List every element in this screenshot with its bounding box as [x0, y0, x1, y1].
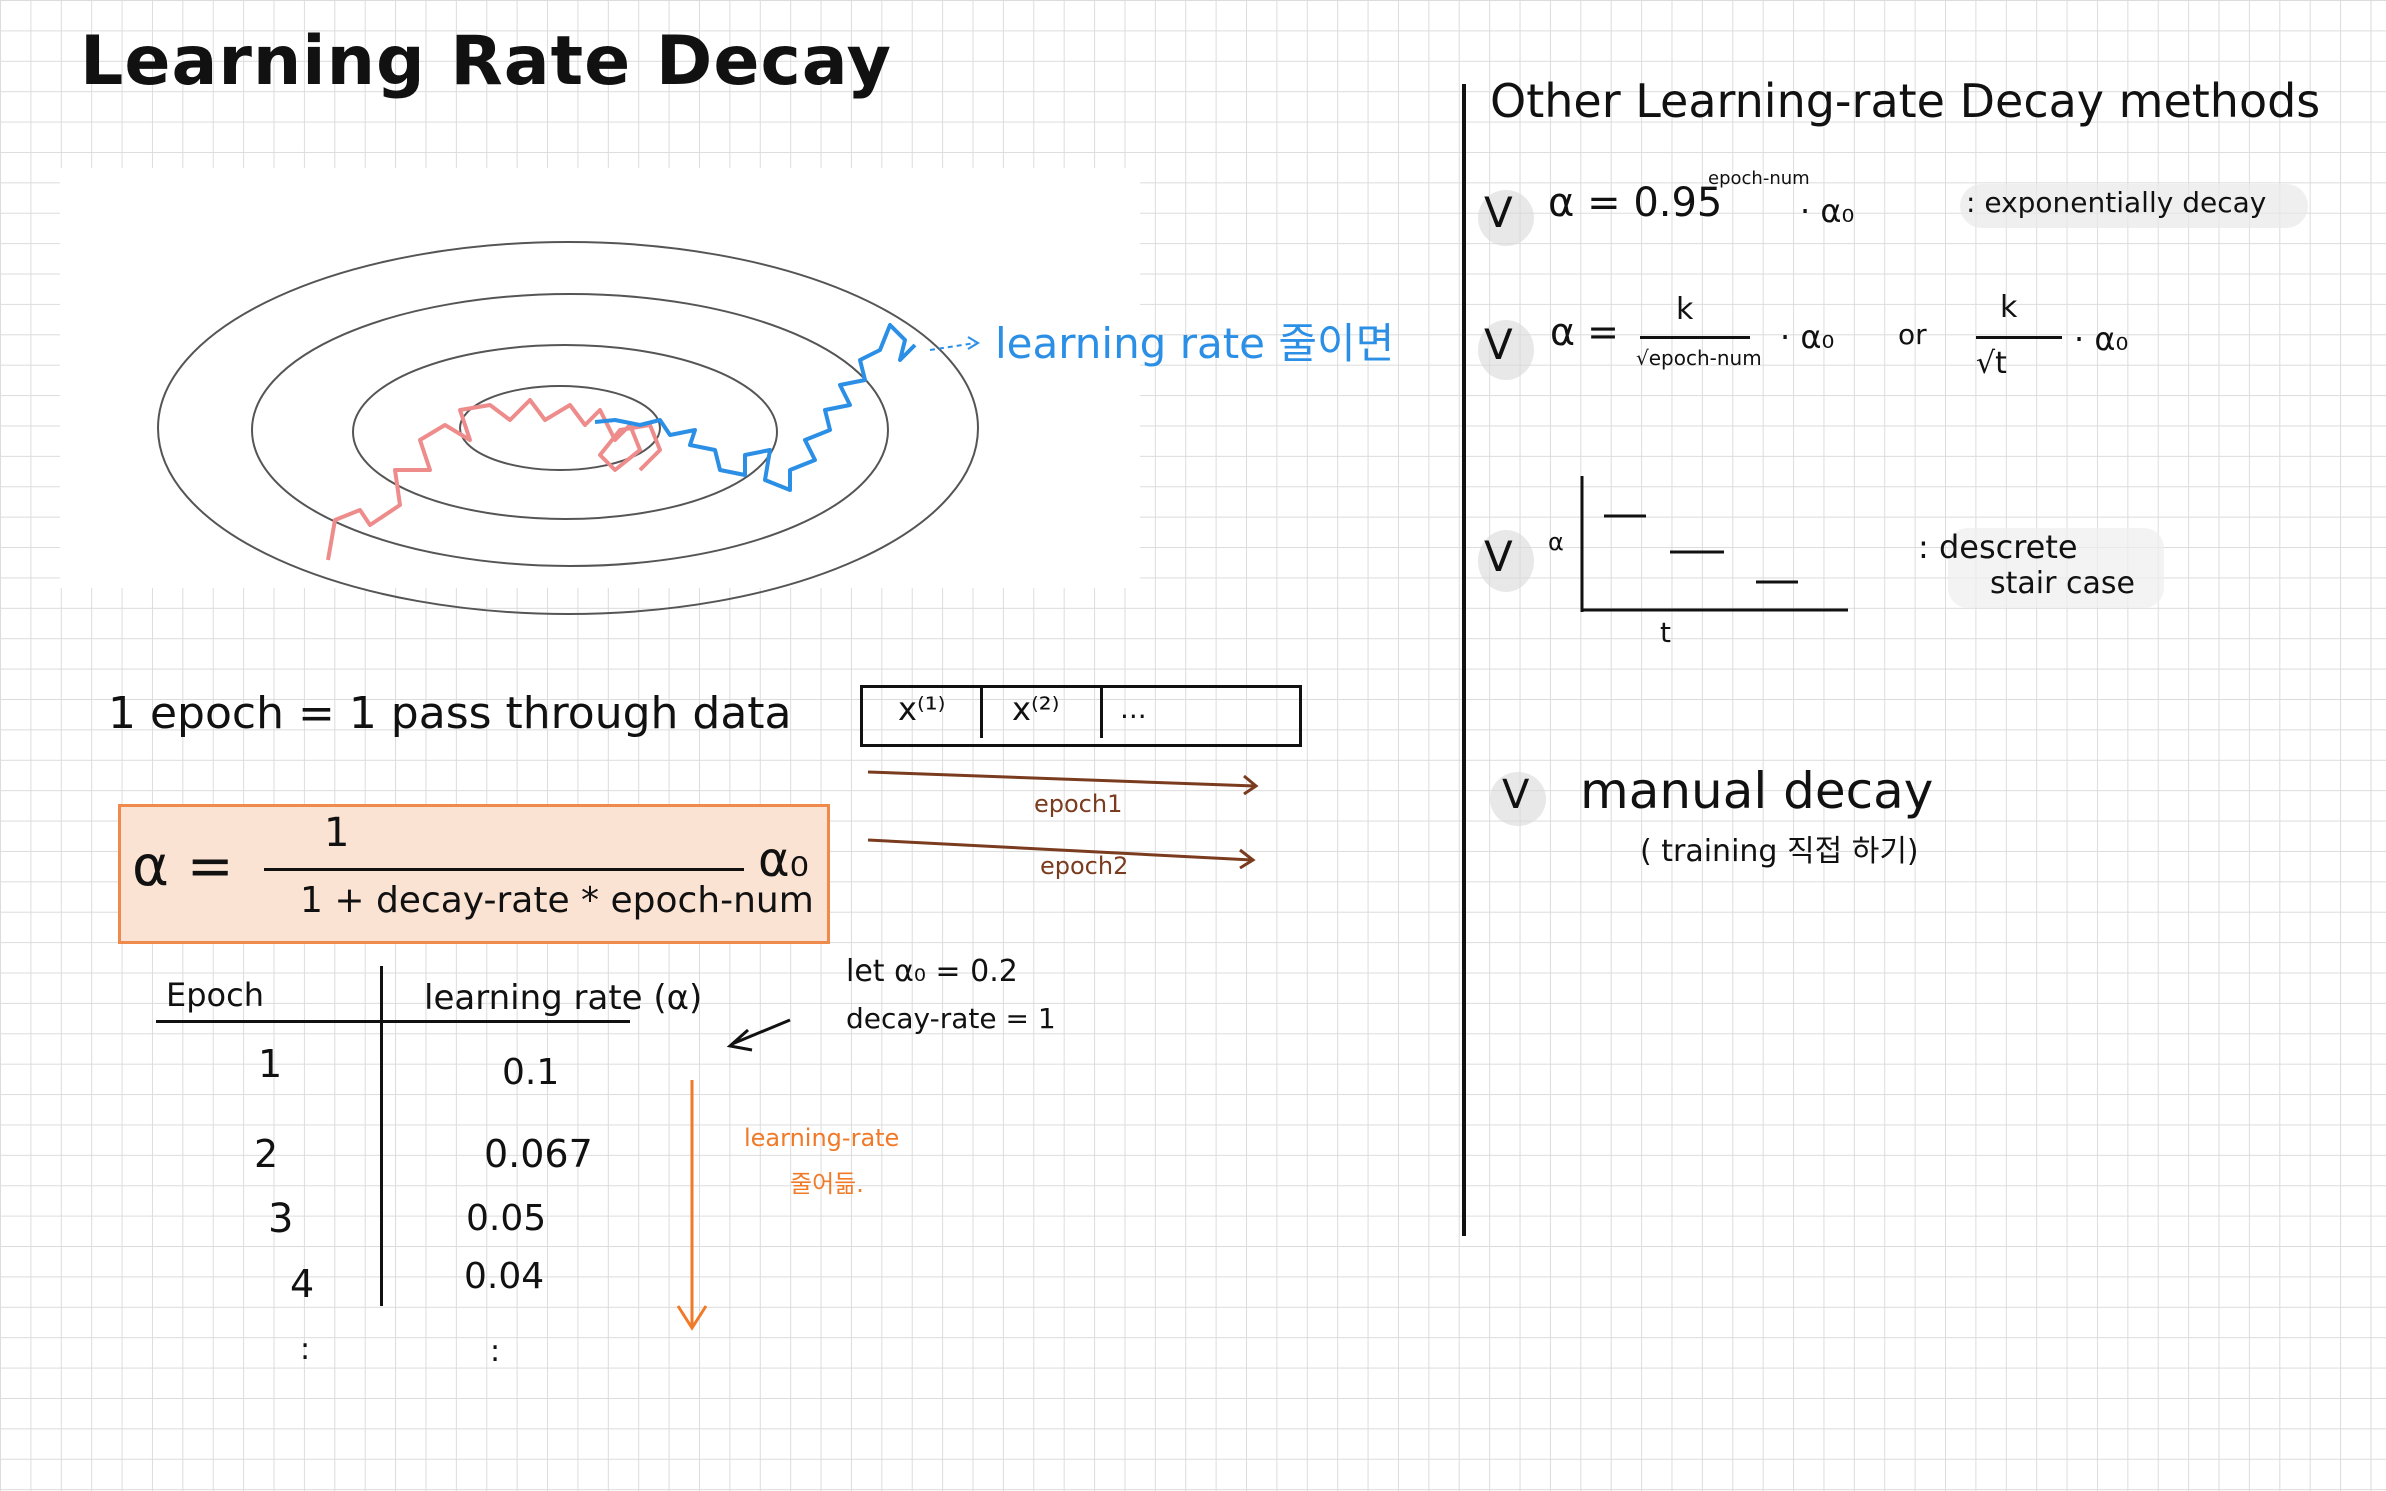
check-2: V	[1484, 320, 1513, 369]
table-row-5-epoch: :	[300, 1332, 311, 1367]
blue-path	[594, 323, 917, 492]
table-row-4-epoch: 4	[290, 1262, 315, 1306]
batch-divider-2	[1100, 688, 1103, 738]
table-header-lr: learning rate (α)	[424, 978, 703, 1018]
table-row-1-epoch: 1	[258, 1042, 283, 1086]
dashed-arrow-head	[967, 336, 980, 350]
method1-desc-highlight	[1960, 184, 2308, 228]
right-heading: Other Learning-rate Decay methods	[1490, 74, 2321, 128]
check-4: V	[1502, 772, 1530, 818]
contour-ellipse-4	[459, 385, 661, 471]
contour-ellipse-3	[352, 344, 778, 520]
method2-tail2: · α₀	[2074, 320, 2129, 358]
blue-path-annotation: learning rate 줄이면	[995, 319, 1395, 368]
table-column-rule	[380, 966, 383, 1306]
epoch-definition: 1 epoch = 1 pass through data	[108, 688, 792, 739]
batch-cell-3: ...	[1120, 692, 1147, 725]
formula-denominator: 1 + decay-rate * epoch-num	[300, 880, 814, 921]
note-alpha0: let α₀ = 0.2	[846, 954, 1018, 989]
page-title: Learning Rate Decay	[80, 22, 892, 101]
check-3: V	[1484, 532, 1513, 581]
method2-or: or	[1898, 318, 1927, 351]
formula-numerator: 1	[324, 810, 350, 856]
batch-divider-1	[980, 688, 983, 738]
method2-den2: √t	[1976, 346, 2007, 381]
check-shadow-3	[1478, 530, 1534, 592]
note-arrow-head	[726, 1028, 753, 1052]
table-row-2-epoch: 2	[254, 1132, 279, 1176]
check-shadow-1	[1478, 190, 1534, 246]
table-row-1-lr: 0.1	[502, 1052, 560, 1093]
method2-num1: k	[1676, 292, 1694, 327]
section-divider	[1462, 84, 1466, 1236]
epoch1-label: epoch1	[1034, 790, 1123, 818]
trend-label-1: learning-rate	[744, 1124, 900, 1152]
note-decay-rate: decay-rate = 1	[846, 1002, 1056, 1035]
staircase-y-label: α	[1548, 528, 1564, 556]
table-row-5-lr: :	[490, 1334, 501, 1369]
method3-desc-highlight	[1948, 528, 2164, 608]
table-row-4-lr: 0.04	[464, 1256, 545, 1297]
orange-trend-arrow-head	[676, 1305, 708, 1331]
method1-tail: · α₀	[1800, 192, 1855, 230]
epoch2-arrow-head	[1239, 848, 1256, 870]
table-header-epoch: Epoch	[166, 976, 264, 1014]
batch-cell-1: x⁽¹⁾	[898, 690, 946, 728]
method1-formula: α = 0.95	[1548, 180, 1723, 226]
dashed-arrow	[929, 342, 976, 351]
method3-desc-2: stair case	[1990, 566, 2135, 601]
epoch1-arrow	[867, 770, 1256, 788]
pink-path	[326, 398, 662, 561]
method4-title: manual decay	[1580, 762, 1934, 820]
formula-lhs: α =	[132, 834, 234, 899]
method2-tail1: · α₀	[1780, 318, 1835, 356]
method1-desc: : exponentially decay	[1966, 186, 2267, 219]
method2-bar2	[1976, 336, 2062, 339]
method2-num2: k	[2000, 290, 2018, 325]
check-1: V	[1484, 188, 1513, 237]
table-row-3-epoch: 3	[268, 1196, 294, 1242]
trend-label-2: 줄어듦.	[790, 1170, 864, 1198]
table-row-2-lr: 0.067	[484, 1132, 593, 1176]
batch-cell-2: x⁽²⁾	[1012, 690, 1060, 728]
note-arrow	[731, 1018, 791, 1046]
table-header-rule	[156, 1020, 630, 1023]
check-shadow-4	[1490, 772, 1546, 826]
formula-rhs: α₀	[758, 832, 809, 888]
contour-ellipse-1	[157, 241, 979, 615]
epoch2-label: epoch2	[1040, 852, 1129, 880]
method2-lhs: α =	[1550, 310, 1619, 354]
staircase-x-label: t	[1660, 616, 1671, 649]
decay-formula-box	[118, 804, 830, 944]
check-shadow-2	[1478, 320, 1534, 380]
method2-bar1	[1640, 336, 1750, 339]
formula-fraction-bar	[264, 868, 744, 871]
epoch1-arrow-head	[1243, 774, 1259, 796]
method4-sub: ( training 직접 하기)	[1640, 834, 1919, 869]
epoch2-arrow	[867, 838, 1253, 862]
method2-den1: √epoch-num	[1636, 346, 1762, 370]
contour-ellipse-2	[251, 293, 889, 567]
table-row-3-lr: 0.05	[466, 1198, 547, 1239]
method3-desc-1: : descrete	[1918, 528, 2078, 566]
method1-exponent: epoch-num	[1708, 168, 1810, 189]
data-batch-box	[860, 685, 1302, 747]
